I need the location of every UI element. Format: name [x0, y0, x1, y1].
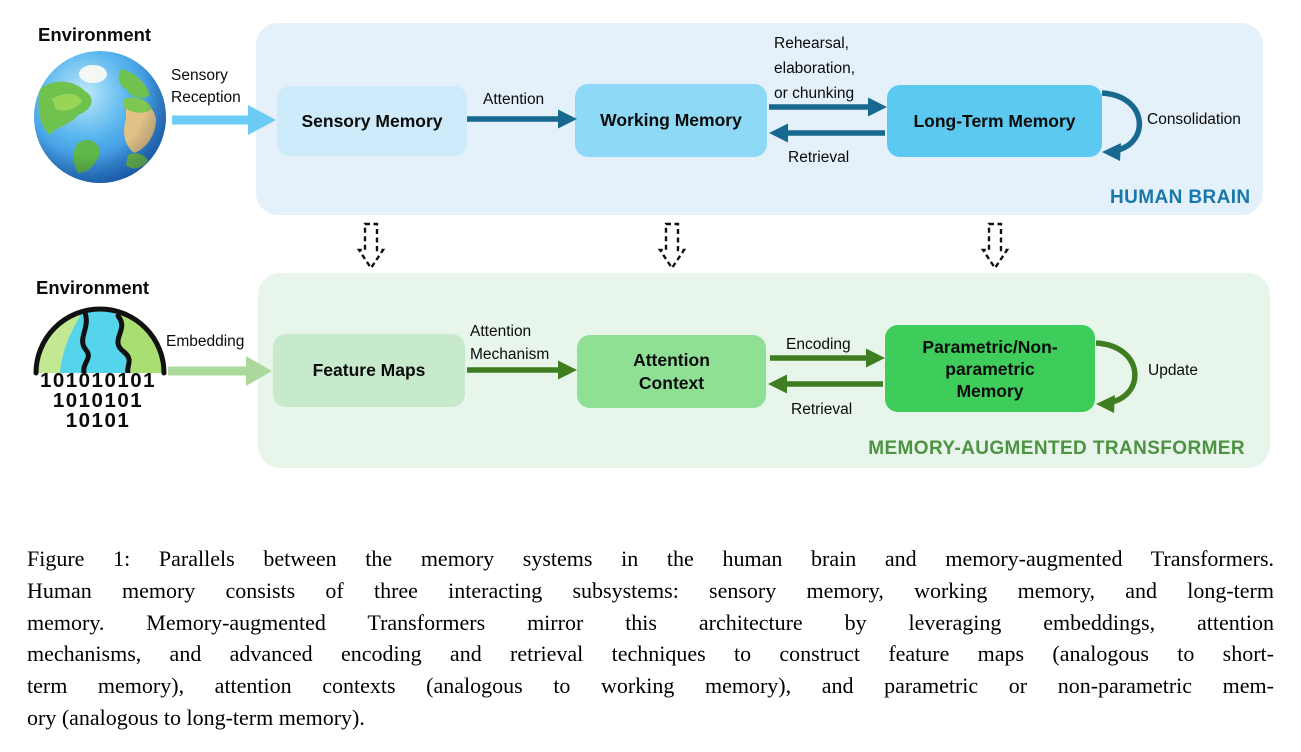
caption-line: mechanisms, and advanced encoding and re… — [27, 641, 1274, 667]
feature-maps-box: Feature Maps — [273, 334, 465, 407]
caption-line: Figure 1: Parallels between the memory s… — [27, 546, 1274, 571]
rehearsal-arrow-label: Rehearsal, elaboration, or chunking — [774, 35, 856, 102]
caption-line: Human memory consists of three interacti… — [27, 577, 1274, 603]
update-arrow-label: Update — [1148, 362, 1198, 379]
earth-globe-icon — [34, 51, 166, 183]
working-memory-box: Working Memory — [575, 84, 767, 157]
human-brain-section-label: HUMAN BRAIN — [1110, 187, 1251, 208]
sensory-reception-label: Sensory Reception — [171, 67, 241, 106]
binary-digits: 101010101 1010101 10101 — [28, 369, 168, 432]
embedding-arrow-label: Embedding — [166, 333, 245, 350]
mapping-arrow-longterm — [980, 222, 1010, 271]
binary-line: 10101 — [65, 409, 131, 432]
attention-context-box: Attention Context — [577, 335, 766, 408]
long-term-memory-box: Long-Term Memory — [887, 85, 1102, 157]
mapping-arrow-sensory — [356, 222, 386, 271]
environment-label-top: Environment — [38, 24, 152, 45]
sensory-memory-box: Sensory Memory — [277, 86, 467, 156]
binary-line: 1010101 — [52, 389, 144, 412]
encoding-arrow-label: Encoding — [786, 336, 851, 353]
binary-line: 101010101 — [39, 369, 157, 392]
mapping-arrow-working — [657, 222, 687, 271]
caption-line: term memory), attention contexts (analog… — [27, 673, 1274, 699]
parametric-memory-box: Parametric/Non- parametric Memory — [885, 325, 1095, 412]
digital-world-icon — [33, 306, 167, 376]
attention-mechanism-arrow-label: Attention Mechanism — [470, 323, 550, 363]
caption-line: memory. Memory-augmented Transformers mi… — [27, 609, 1274, 635]
transformer-section-label: MEMORY-AUGMENTED TRANSFORMER — [868, 438, 1245, 459]
retrieval-arrow-label-bottom: Retrieval — [791, 401, 853, 418]
caption-line: ory (analogous to long-term memory). — [27, 704, 365, 730]
embedding-arrow — [168, 356, 272, 386]
consolidation-arrow-label: Consolidation — [1147, 111, 1241, 128]
environment-label-bottom: Environment — [36, 277, 150, 298]
figure-caption: Figure 1: Parallels between the memory s… — [27, 543, 1274, 734]
attention-arrow-label: Attention — [483, 91, 545, 108]
retrieval-arrow-label-top: Retrieval — [788, 149, 850, 166]
